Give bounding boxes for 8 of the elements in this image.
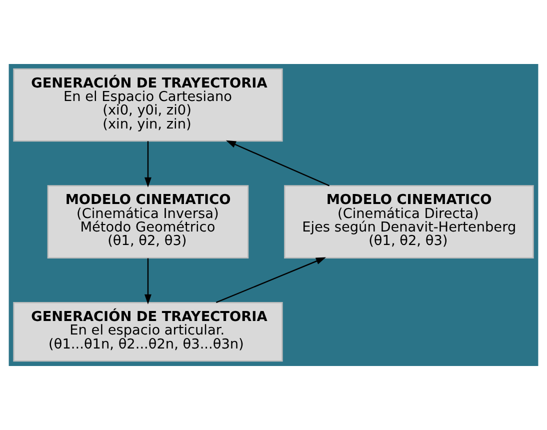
arrow — [216, 257, 326, 304]
arrow — [144, 141, 152, 188]
node-box: GENERACIÓN DE TRAYECTORIA En el espacio articular. (θ1...θ1n, θ2...θ2n, θ3...θ3n) — [13, 302, 283, 362]
arrow — [144, 258, 152, 304]
arrow — [226, 140, 330, 186]
node-box: GENERACIÓN DE TRAYECTORIA En el Espacio Cartesiano (xi0, y0i, zi0) (xin, yin, zin) — [13, 68, 283, 142]
node-box: MODELO CINEMATICO (Cinemática Directa) Ejes según Denavit-Hertenberg (θ1, θ2, θ3) — [284, 185, 534, 258]
node-box: MODELO CINEMATICO (Cinemática Inversa) Método Geométrico (θ1, θ2, θ3) — [47, 185, 249, 258]
